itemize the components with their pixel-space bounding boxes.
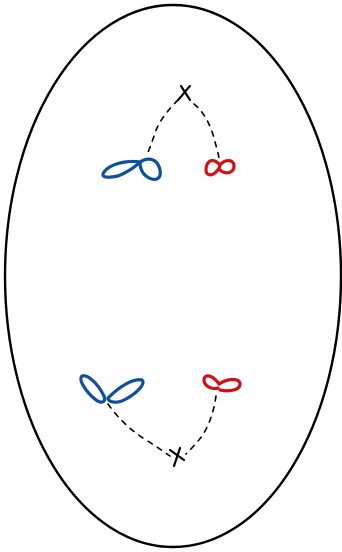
- bottom-centrosome-icon: [170, 448, 184, 466]
- bottom-red-chromosome-icon: [204, 376, 240, 391]
- top-spindle-lines: [148, 100, 219, 158]
- top-centrosome-icon: [178, 86, 190, 100]
- top-red-chromosome-icon: [206, 161, 234, 175]
- bottom-blue-chromosome-icon: [81, 376, 143, 402]
- top-group: [103, 86, 234, 179]
- top-blue-chromosome-icon: [103, 159, 160, 179]
- bottom-spindle-lines: [108, 396, 216, 456]
- bottom-group: [81, 376, 240, 466]
